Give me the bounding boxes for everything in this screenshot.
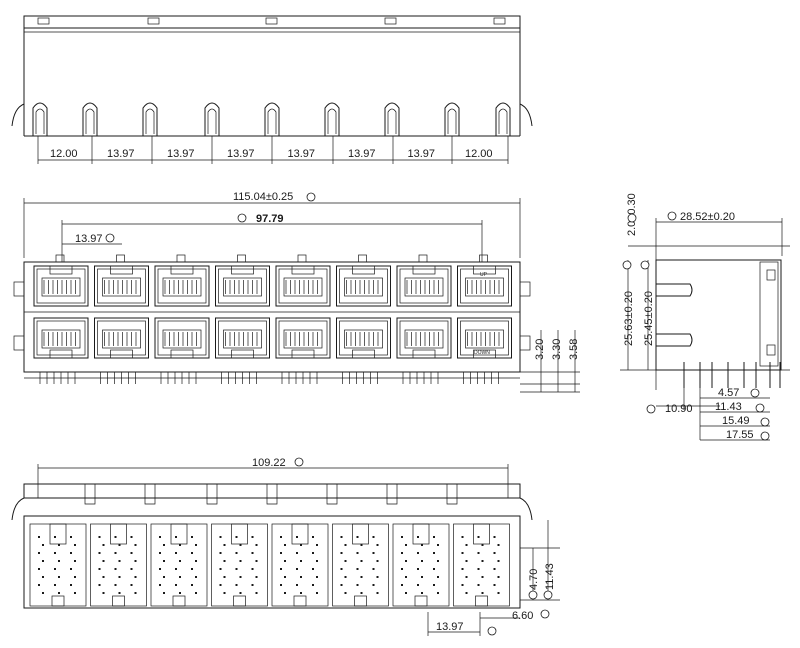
upper-port xyxy=(396,265,452,307)
upper-port xyxy=(33,265,89,307)
bottom-cells xyxy=(29,523,510,607)
bottom-pitch-label: 13.97 xyxy=(436,621,464,633)
height-total-label: 25.63±0.20 xyxy=(623,291,635,346)
port-pitch-label: 13.97 xyxy=(75,233,103,245)
height-body-label: 25.45±0.20 xyxy=(643,291,655,346)
overall-width-label: 115.04±0.25 xyxy=(233,191,293,203)
dim-symbol-icon xyxy=(540,609,550,619)
latch-tab xyxy=(32,102,48,136)
lower-port xyxy=(94,317,149,359)
pin-dim-1: 3.20 xyxy=(534,339,546,360)
span-label: 97.79 xyxy=(256,213,284,225)
latch-tab xyxy=(82,102,98,136)
upper-port-label: UP xyxy=(480,272,488,278)
upper-port xyxy=(457,265,512,307)
pitch-dim-label: 13.97 xyxy=(107,148,135,160)
dim-symbol-icon xyxy=(640,260,650,270)
bottom-tab xyxy=(326,484,338,505)
dim-symbol-icon xyxy=(750,388,760,398)
pin-dim-3: 3.58 xyxy=(568,339,580,360)
bottom-tab xyxy=(446,484,458,505)
side-view: 2.0±0.30 28.52±0.20 25.63±0.20 25.45±0.2… xyxy=(620,193,790,441)
dim-symbol-icon xyxy=(760,431,770,441)
bottom-dim-15-49: 15.49 xyxy=(722,415,750,427)
latch-tab xyxy=(324,102,340,136)
dim-symbol-icon xyxy=(487,626,497,636)
bottom-width-label: 109.22 xyxy=(252,457,286,469)
bottom-tab xyxy=(144,484,156,505)
upper-port xyxy=(94,265,149,307)
dim-symbol-icon xyxy=(646,404,656,414)
dim-symbol-icon xyxy=(760,417,770,427)
top-pitch-dimensions: 12.00 13.97 13.97 13.97 13.97 13.97 13.97 12.00 xyxy=(37,136,509,164)
bottom-view: 109.22 13.97 6.60 4.70 11.43 xyxy=(11,457,560,636)
lower-port xyxy=(33,317,89,359)
rj45-ports xyxy=(33,254,512,359)
bottom-tab xyxy=(206,484,218,505)
bottom-dim-10-90: 10.90 xyxy=(665,403,693,415)
upper-port xyxy=(154,265,210,307)
pitch-dim-label: 13.97 xyxy=(227,148,255,160)
pin-dim-2: 3.30 xyxy=(551,339,563,360)
bottom-dim-11-43: 11.43 xyxy=(715,401,742,413)
bottom-tab xyxy=(386,484,398,505)
dim-symbol-icon xyxy=(755,403,765,413)
dim-symbol-icon xyxy=(237,213,247,223)
side-pins xyxy=(683,362,781,388)
latch-tabs xyxy=(32,102,511,136)
pitch-dim-label: 13.97 xyxy=(288,148,316,160)
latch-tab xyxy=(142,102,158,136)
edge-dim-4-70: 4.70 xyxy=(528,569,540,590)
latch-tab xyxy=(384,102,400,136)
edge-dim-11-43: 11.43 xyxy=(544,563,556,590)
lower-port-label: DOWN xyxy=(474,350,490,356)
top-view: 12.00 13.97 13.97 13.97 13.97 13.97 13.97 12.00 xyxy=(11,15,533,164)
lower-port xyxy=(336,317,391,359)
front-view: 115.04±0.25 97.79 13.97 UP DOWN 3.20 3.3… xyxy=(13,191,580,393)
bottom-tab xyxy=(84,484,96,505)
depth-label: 28.52±0.20 xyxy=(680,211,735,223)
bottom-dim-17-55: 17.55 xyxy=(726,429,754,441)
bottom-dim-4-57: 4.57 xyxy=(718,387,739,399)
lower-port xyxy=(154,317,210,359)
pitch-dim-label: 13.97 xyxy=(408,148,436,160)
pitch-dim-label: 12.00 xyxy=(50,148,78,160)
lower-port xyxy=(215,317,270,359)
front-pins xyxy=(24,372,520,384)
edge-dim-6-60: 6.60 xyxy=(512,610,533,622)
dim-symbol-icon xyxy=(667,211,677,221)
latch-tab xyxy=(264,102,280,136)
lower-port xyxy=(457,317,512,359)
upper-port xyxy=(275,265,331,307)
dim-symbol-icon xyxy=(627,213,637,223)
lower-port xyxy=(396,317,452,359)
bottom-latch-tabs xyxy=(84,484,458,505)
latch-tab xyxy=(444,102,460,136)
pitch-dim-label: 12.00 xyxy=(465,148,493,160)
dim-symbol-icon xyxy=(105,233,115,243)
pitch-dim-label: 13.97 xyxy=(167,148,195,160)
latch-tab xyxy=(495,102,511,136)
dim-symbol-icon xyxy=(528,590,538,600)
upper-port xyxy=(336,265,391,307)
dim-symbol-icon xyxy=(306,192,316,202)
pitch-dim-label: 13.97 xyxy=(348,148,376,160)
upper-port xyxy=(215,265,270,307)
latch-tab xyxy=(204,102,220,136)
dim-symbol-icon xyxy=(622,260,632,270)
dim-symbol-icon xyxy=(543,590,553,600)
lower-port xyxy=(275,317,331,359)
dim-symbol-icon xyxy=(294,457,304,467)
bottom-tab xyxy=(266,484,278,505)
